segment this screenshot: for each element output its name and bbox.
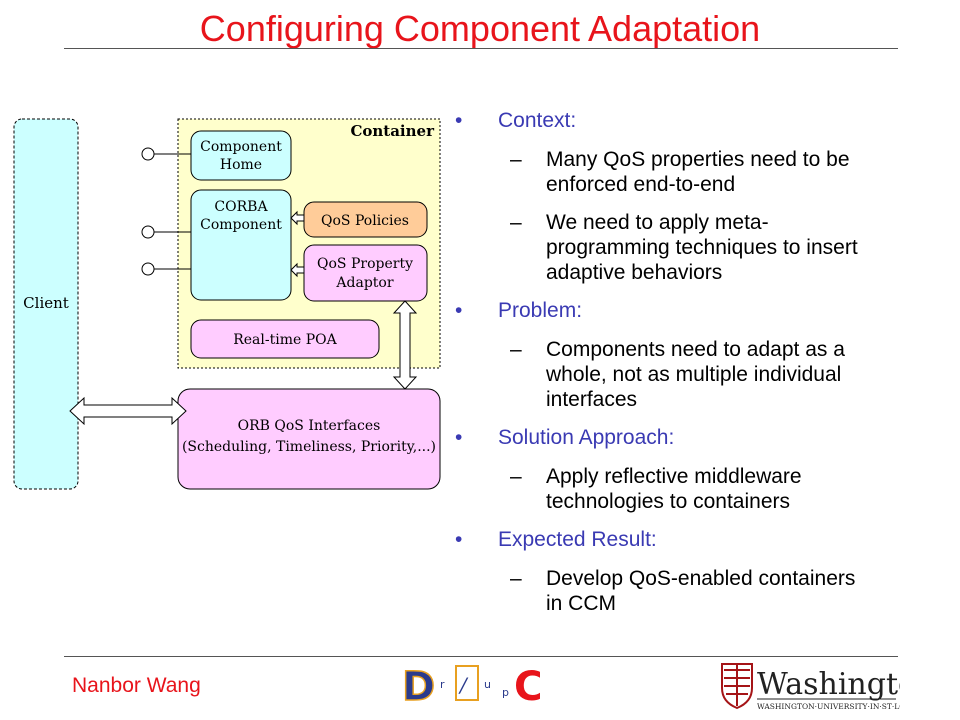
- author-name: Nanbor Wang: [72, 674, 201, 697]
- sub-bullet-line: Apply reflective middleware: [546, 465, 802, 488]
- client-label: Client: [23, 294, 69, 312]
- washington-university-logo: Washington WASHINGTON·UNIVERSITY·IN·ST·L…: [721, 663, 900, 711]
- bullet-label: Context:: [498, 109, 577, 132]
- qos-property-adaptor-box: QoS Property Adaptor: [303, 244, 428, 302]
- bullet-dot-icon: •: [455, 109, 463, 132]
- doc-group-logo: D r / u p C: [401, 663, 540, 710]
- bullet-label: Expected Result:: [498, 528, 657, 551]
- bullet-dot-icon: •: [455, 528, 463, 551]
- svg-text:r: r: [440, 678, 445, 691]
- dash-icon: –: [510, 567, 522, 590]
- bullet-dot-icon: •: [455, 299, 463, 322]
- sub-bullet-line: programming techniques to insert: [546, 236, 858, 259]
- svg-text:QoS Property: QoS Property: [317, 256, 413, 272]
- orb-qos-interfaces-box: ORB QoS Interfaces (Scheduling, Timeline…: [177, 388, 441, 490]
- client-orb-double-arrow: [69, 396, 187, 426]
- svg-text:Home: Home: [220, 157, 262, 173]
- svg-text:Adaptor: Adaptor: [335, 275, 393, 291]
- bullet-label: Problem:: [498, 299, 583, 322]
- sub-bullet-line: enforced end-to-end: [546, 173, 736, 196]
- realtime-poa-box: Real-time POA: [190, 319, 380, 359]
- dash-icon: –: [510, 465, 522, 488]
- dash-icon: –: [510, 148, 522, 171]
- bullet-dot-icon: •: [455, 426, 463, 449]
- sub-bullet-line: interfaces: [546, 388, 638, 411]
- sub-bullet-line: Develop QoS-enabled containers: [546, 567, 856, 590]
- bullet-list: • Context: – Many QoS properties need to be…: [455, 108, 955, 629]
- svg-text:QoS Policies: QoS Policies: [321, 213, 409, 229]
- qos-policies-box: QoS Policies: [303, 201, 428, 238]
- doc-letter-d: D: [402, 664, 435, 710]
- dash-icon: –: [510, 338, 522, 361]
- title-rule: [64, 48, 898, 49]
- bullet-item: • Problem:: [455, 298, 955, 323]
- svg-text:Real-time POA: Real-time POA: [233, 332, 337, 348]
- washington-sub-wordmark: WASHINGTON·UNIVERSITY·IN·ST·LOUIS: [757, 702, 900, 711]
- bullet-item: • Context:: [455, 108, 955, 133]
- doc-letter-o: /: [458, 673, 469, 697]
- sub-bullet-line: Components need to adapt as a: [546, 338, 845, 361]
- sub-bullet-line: We need to apply meta-: [546, 211, 769, 234]
- sub-bullet-line: technologies to containers: [546, 490, 790, 513]
- slide-title: Configuring Component Adaptation: [199, 8, 761, 49]
- sub-bullet-line: Many QoS properties need to be: [546, 148, 850, 171]
- sub-bullet-item: – We need to apply meta-programming techn…: [455, 210, 955, 285]
- dash-icon: –: [510, 211, 522, 234]
- svg-text:ORB QoS Interfaces: ORB QoS Interfaces: [238, 418, 381, 434]
- ports: [141, 147, 192, 276]
- washington-wordmark: Washington: [757, 667, 900, 702]
- sub-bullet-line: in CCM: [546, 592, 617, 615]
- bullet-item: • Solution Approach:: [455, 425, 955, 450]
- svg-text:Component: Component: [200, 139, 282, 155]
- component-home-box: Component Home: [190, 130, 292, 181]
- client-box: Client: [13, 118, 79, 490]
- bullet-label: Solution Approach:: [498, 426, 675, 449]
- svg-text:CORBA: CORBA: [214, 199, 268, 215]
- container-label: Container: [350, 122, 435, 140]
- svg-text:u: u: [484, 678, 491, 691]
- svg-text:p: p: [502, 686, 509, 699]
- svg-text:(Scheduling, Timeliness, Prior: (Scheduling, Timeliness, Priority,...): [182, 439, 436, 455]
- sub-bullet-line: whole, not as multiple individual: [546, 363, 842, 386]
- bullet-item: • Expected Result:: [455, 527, 955, 552]
- university-seal-icon: [721, 663, 753, 710]
- sub-bullet-line: adaptive behaviors: [546, 261, 723, 284]
- svg-text:Component: Component: [200, 217, 282, 233]
- footer-rule: [64, 656, 898, 657]
- corba-component-box: CORBA Component: [190, 189, 292, 301]
- doc-letter-c: C: [514, 664, 540, 710]
